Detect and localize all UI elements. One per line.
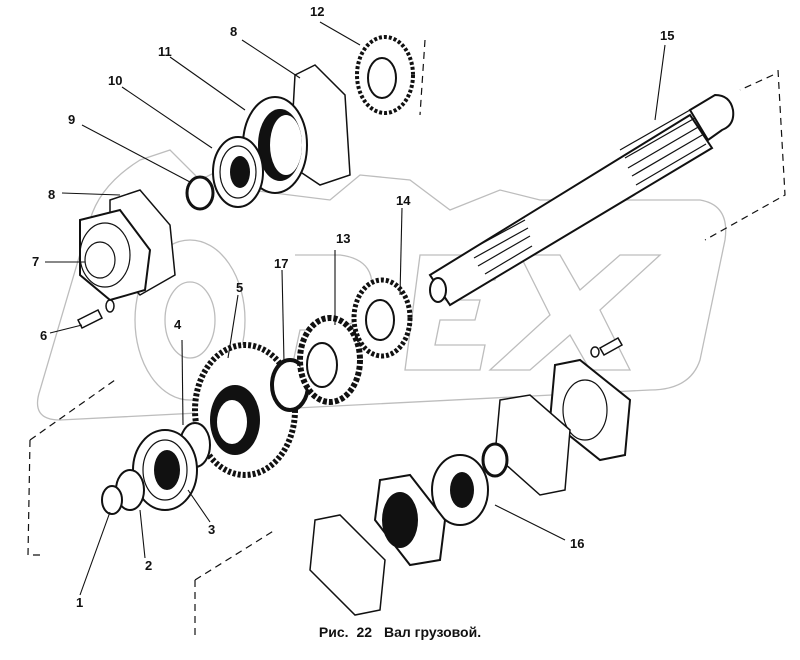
part-14-gear — [351, 277, 413, 359]
caption-title: Вал грузовой. — [383, 624, 482, 640]
leader-lines — [45, 21, 666, 596]
callout-5: 5 — [236, 280, 243, 295]
callout-16: 16 — [570, 536, 584, 551]
part-7-cover — [79, 208, 152, 302]
callout-4: 4 — [174, 317, 182, 332]
part-bolt-right — [590, 336, 624, 358]
callout-12: 12 — [310, 4, 324, 19]
callout-8-upper: 8 — [230, 24, 237, 39]
callout-6: 6 — [40, 328, 47, 343]
callout-9: 9 — [68, 112, 75, 127]
part-9-nut — [185, 175, 215, 211]
callout-14: 14 — [396, 193, 411, 208]
callout-13: 13 — [336, 231, 350, 246]
callout-15: 15 — [660, 28, 674, 43]
part-16-bearing — [431, 454, 489, 526]
part-6-bolt — [76, 299, 115, 330]
figure-caption: Рис. 22 Вал грузовой. — [0, 624, 800, 640]
part-15-shaft — [428, 93, 735, 307]
callout-8-lower: 8 — [48, 187, 55, 202]
part-nut-right — [481, 442, 509, 478]
part-gasket-lower — [309, 514, 386, 616]
part-housing-lower — [373, 473, 447, 567]
caption-number: 22 — [356, 624, 373, 640]
part-13-gear — [297, 315, 363, 405]
caption-prefix: Рис. — [318, 624, 349, 640]
part-3-bearing — [132, 429, 198, 511]
callout-10: 10 — [108, 73, 122, 88]
assembly-arrows — [27, 39, 786, 640]
callout-17: 17 — [274, 256, 288, 271]
part-10-bearing — [212, 136, 264, 208]
part-12-gear — [355, 35, 415, 115]
callout-2: 2 — [145, 558, 152, 573]
callouts: 12 8 11 10 9 8 7 6 15 13 14 17 5 4 3 2 1… — [32, 4, 674, 610]
part-1-snap-ring — [101, 485, 123, 515]
callout-1: 1 — [76, 595, 83, 610]
callout-11: 11 — [158, 44, 172, 59]
callout-3: 3 — [208, 522, 215, 537]
callout-7: 7 — [32, 254, 39, 269]
